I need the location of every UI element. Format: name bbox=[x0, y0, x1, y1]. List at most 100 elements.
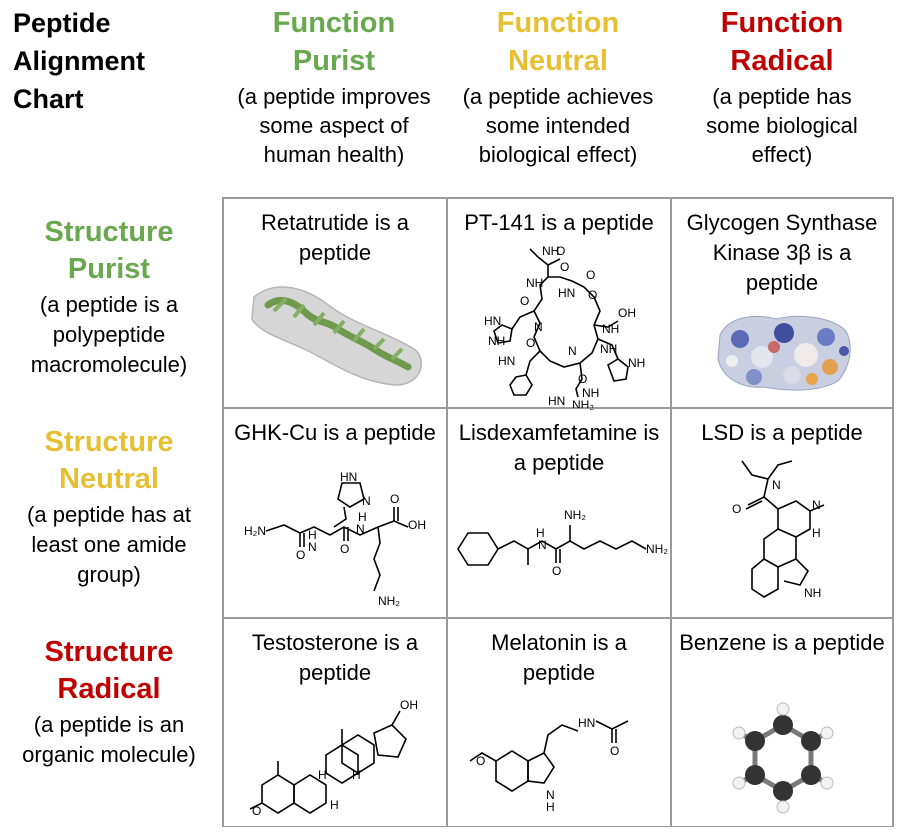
svg-text:O: O bbox=[520, 294, 529, 308]
svg-text:HN: HN bbox=[340, 470, 357, 484]
column-header-line2: Neutral bbox=[508, 45, 608, 77]
svg-text:H: H bbox=[812, 526, 821, 540]
cell-caption: Retatrutide is a peptide bbox=[261, 210, 409, 265]
svg-text:OH: OH bbox=[400, 698, 418, 712]
testosterone-structure-image: OH O H H H bbox=[249, 698, 418, 818]
svg-text:H: H bbox=[330, 798, 339, 812]
row-header-line1: Structure bbox=[44, 426, 174, 458]
svg-text:NH: NH bbox=[804, 586, 821, 600]
column-header-line1: Function bbox=[272, 7, 396, 39]
column-header-function-neutral: Function Neutral (a peptide achieves som… bbox=[446, 4, 670, 169]
row-header-structure-radical: Structure Radical (a peptide is an organ… bbox=[0, 634, 218, 770]
cell-caption: Melatonin is a peptide bbox=[491, 630, 627, 685]
svg-text:HN: HN bbox=[484, 314, 501, 328]
row-header-line2: Radical bbox=[57, 673, 161, 705]
svg-text:HN: HN bbox=[548, 394, 565, 408]
svg-text:N: N bbox=[812, 498, 821, 512]
svg-text:H: H bbox=[352, 768, 361, 782]
svg-text:O: O bbox=[526, 336, 535, 350]
svg-text:O: O bbox=[252, 804, 261, 818]
svg-text:O: O bbox=[390, 492, 399, 506]
svg-text:O: O bbox=[556, 244, 565, 258]
svg-text:OH: OH bbox=[408, 518, 426, 532]
row-header-structure-purist: Structure Purist (a peptide is a polypep… bbox=[0, 214, 218, 380]
row-header-line1: Structure bbox=[44, 216, 174, 248]
row-header-desc: (a peptide is an organic molecule) bbox=[22, 712, 196, 767]
lsd-structure-image: NO NH NH bbox=[732, 460, 825, 600]
svg-text:HN: HN bbox=[578, 716, 595, 730]
svg-text:O: O bbox=[552, 564, 561, 578]
protein-helix-surface-image bbox=[251, 286, 423, 386]
cell-retatrutide: Retatrutide is a peptide bbox=[223, 198, 447, 408]
svg-text:O: O bbox=[588, 288, 597, 302]
svg-text:O: O bbox=[578, 372, 587, 386]
column-header-line1: Function bbox=[720, 7, 844, 39]
row-header-desc: (a peptide has at least one amide group) bbox=[27, 502, 191, 587]
svg-text:NH₂: NH₂ bbox=[378, 594, 400, 608]
svg-text:NH₂: NH₂ bbox=[646, 542, 668, 556]
svg-text:H: H bbox=[536, 526, 545, 540]
svg-text:N: N bbox=[568, 344, 577, 358]
svg-text:O: O bbox=[610, 744, 619, 758]
row-header-structure-neutral: Structure Neutral (a peptide has at leas… bbox=[0, 424, 218, 590]
svg-text:O: O bbox=[296, 548, 305, 562]
svg-text:O: O bbox=[586, 268, 595, 282]
svg-text:H: H bbox=[358, 510, 367, 524]
svg-text:N: N bbox=[362, 494, 371, 508]
column-header-desc: (a peptide improves some aspect of human… bbox=[237, 84, 431, 167]
cell-testosterone: Testosterone is a peptide OH O H H H bbox=[223, 618, 447, 827]
svg-text:NH: NH bbox=[602, 322, 619, 336]
column-header-function-radical: Function Radical (a peptide has some bio… bbox=[670, 4, 894, 169]
svg-text:N: N bbox=[356, 522, 365, 536]
cell-caption: Benzene is a peptide bbox=[679, 630, 885, 655]
svg-text:H: H bbox=[546, 800, 555, 814]
svg-text:N: N bbox=[308, 540, 317, 554]
column-header-line1: Function bbox=[496, 7, 620, 39]
svg-text:O: O bbox=[340, 542, 349, 556]
column-header-line2: Radical bbox=[730, 45, 834, 77]
benzene-ball-and-stick-image bbox=[732, 702, 834, 814]
svg-text:O: O bbox=[476, 754, 485, 768]
svg-text:H: H bbox=[308, 528, 317, 542]
svg-text:NH: NH bbox=[582, 386, 599, 400]
column-header-function-purist: Function Purist (a peptide improves some… bbox=[222, 4, 446, 169]
row-header-line2: Neutral bbox=[59, 463, 159, 495]
svg-text:N: N bbox=[534, 320, 543, 334]
alignment-grid: Retatrutide is a peptide PT-141 is a pep… bbox=[222, 197, 894, 827]
svg-text:HN: HN bbox=[498, 354, 515, 368]
svg-text:NH₂: NH₂ bbox=[564, 508, 586, 522]
row-header-line2: Purist bbox=[67, 253, 151, 285]
column-header-line2: Purist bbox=[292, 45, 376, 77]
cell-caption: Testosterone is a peptide bbox=[251, 630, 419, 685]
svg-text:N: N bbox=[546, 788, 555, 802]
cell-benzene: Benzene is a peptide bbox=[671, 618, 893, 827]
svg-text:O: O bbox=[560, 260, 569, 274]
cell-caption: Glycogen Synthase Kinase 3β is a peptide bbox=[686, 210, 878, 295]
melatonin-structure-image: HN O O N H bbox=[469, 716, 629, 814]
svg-text:H₂N: H₂N bbox=[244, 524, 266, 538]
cell-caption: Lisdexamfetamine is a peptide bbox=[458, 420, 660, 475]
cell-caption: PT-141 is a peptide bbox=[464, 210, 654, 235]
svg-text:NH: NH bbox=[526, 276, 543, 290]
cell-melatonin: Melatonin is a peptide HN O O N H bbox=[447, 618, 671, 827]
svg-text:N: N bbox=[772, 478, 781, 492]
row-header-desc: (a peptide is a polypeptide macromolecul… bbox=[30, 292, 188, 377]
column-header-desc: (a peptide achieves some intended biolog… bbox=[462, 84, 654, 167]
svg-text:NH: NH bbox=[488, 334, 505, 348]
svg-text:HN: HN bbox=[558, 286, 575, 300]
svg-text:H: H bbox=[318, 768, 327, 782]
svg-text:OH: OH bbox=[618, 306, 636, 320]
cell-caption: GHK-Cu is a peptide bbox=[234, 420, 436, 445]
column-header-desc: (a peptide has some biological effect) bbox=[706, 84, 858, 167]
chart-title: Peptide Alignment Chart bbox=[13, 8, 145, 114]
cell-gsk3b: Glycogen Synthase Kinase 3β is a peptide bbox=[671, 198, 893, 408]
cell-caption: LSD is a peptide bbox=[701, 420, 863, 445]
protein-surface-image bbox=[717, 315, 851, 391]
svg-text:NH: NH bbox=[600, 342, 617, 356]
svg-text:O: O bbox=[732, 502, 741, 516]
row-header-line1: Structure bbox=[44, 636, 174, 668]
